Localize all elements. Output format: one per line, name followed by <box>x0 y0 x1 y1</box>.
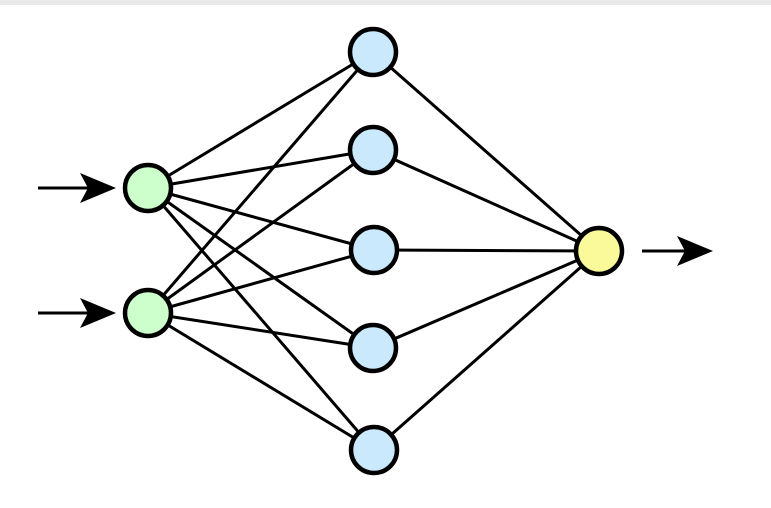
edge-h1-o1 <box>372 50 600 253</box>
edge-i2-h2 <box>147 148 374 315</box>
edge-i1-h2 <box>147 148 374 190</box>
edge-i1-h4 <box>147 186 374 350</box>
output-node-1 <box>573 225 625 277</box>
input-arrow-1-head-icon <box>80 173 116 203</box>
edge-i1-h5 <box>146 187 376 451</box>
edge-i1-h3 <box>147 186 375 252</box>
edge-i2-h5 <box>147 311 375 452</box>
edge-i2-h3 <box>147 248 375 315</box>
hidden-node-2 <box>347 124 399 176</box>
window-top-border <box>0 0 771 5</box>
edge-i2-h1 <box>146 51 375 314</box>
edge-i2-h4 <box>147 311 374 350</box>
edge-i1-h1 <box>147 50 374 190</box>
input-node-1 <box>122 162 174 214</box>
input-node-2 <box>122 287 174 339</box>
hidden-node-1 <box>347 26 399 78</box>
edge-h4-o1 <box>372 249 600 350</box>
edge-h5-o1 <box>373 249 600 452</box>
input-arrow-2-head-icon <box>80 298 116 328</box>
hidden-node-4 <box>347 322 399 374</box>
edge-h3-o1 <box>373 248 600 253</box>
hidden-node-3 <box>348 224 400 276</box>
edge-h2-o1 <box>372 148 600 253</box>
hidden-node-5 <box>348 424 400 476</box>
output-arrow-head-icon <box>677 236 713 266</box>
